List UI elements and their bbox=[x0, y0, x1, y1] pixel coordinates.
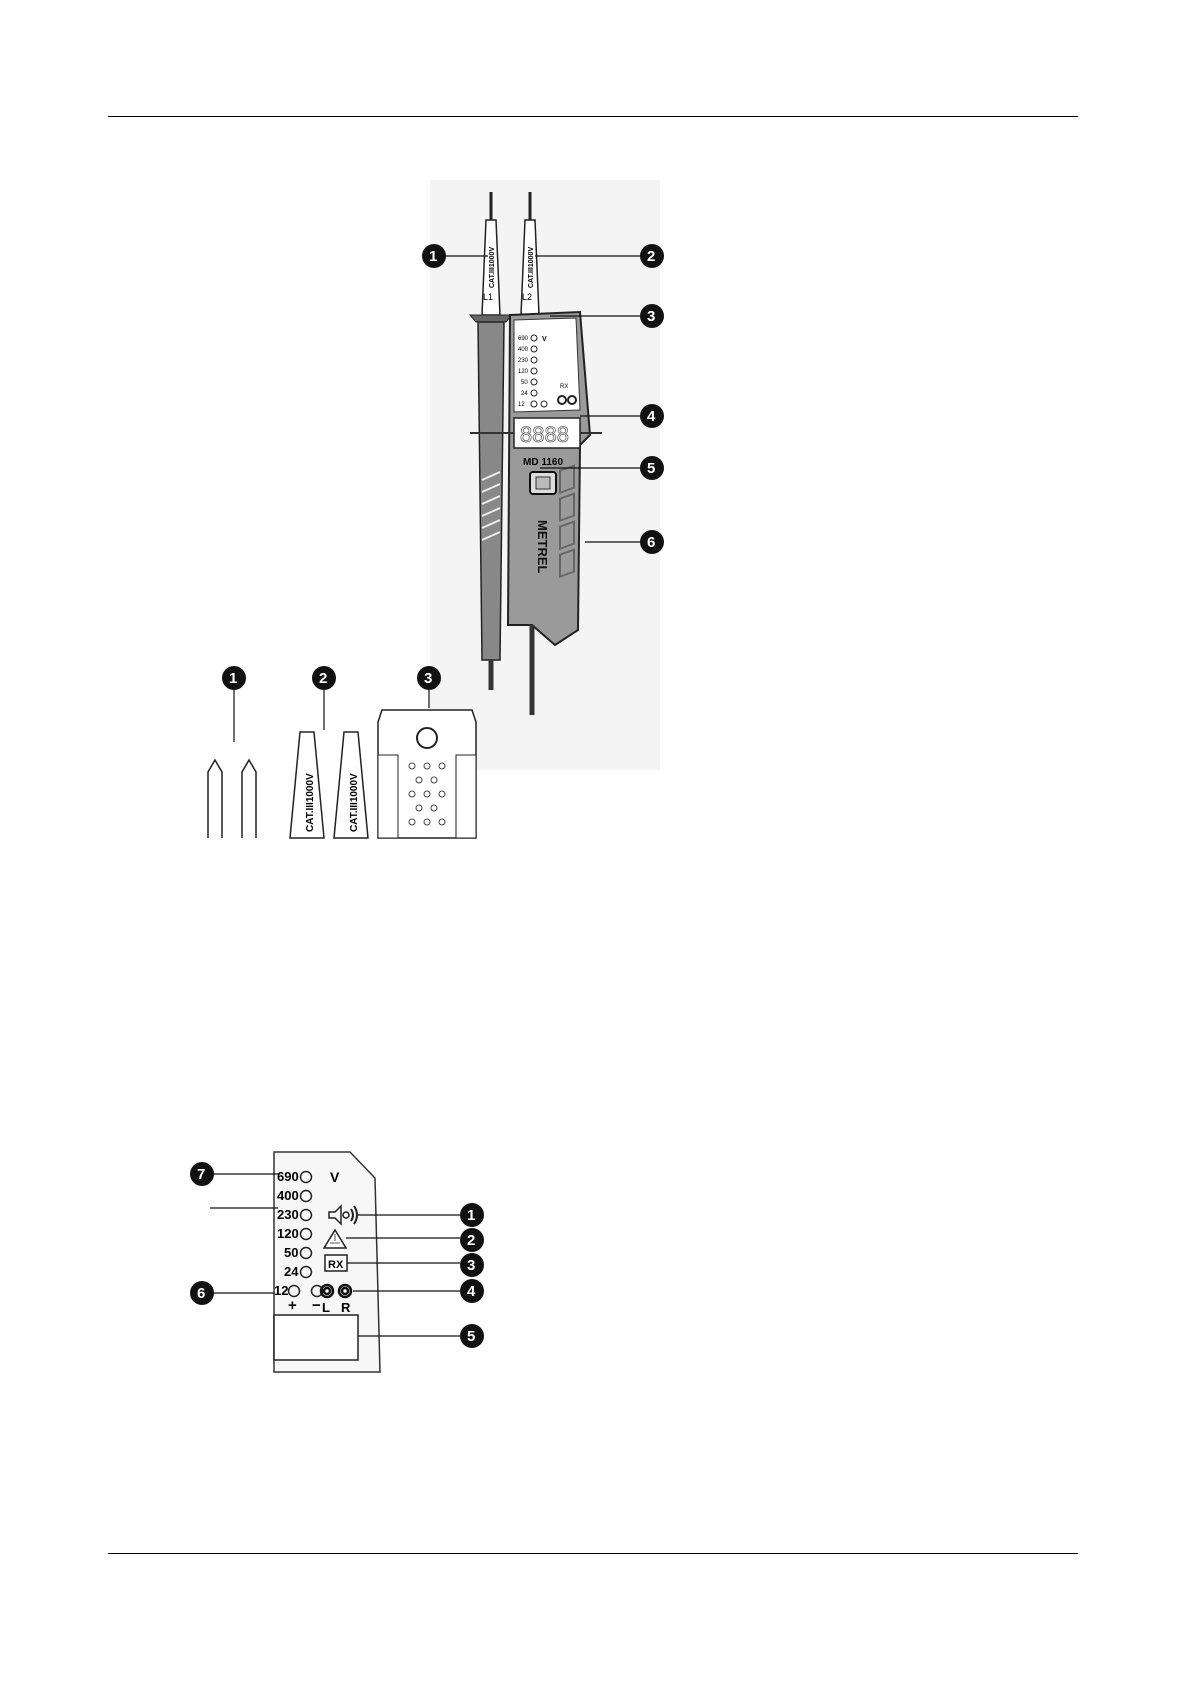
panel-figure: 690 400 230 120 50 24 12 V + − RX L R bbox=[190, 1150, 490, 1375]
panel-lcd bbox=[274, 1315, 358, 1360]
panel-right-label: R bbox=[341, 1300, 351, 1315]
panel-volt-24: 24 bbox=[284, 1264, 299, 1279]
panel-volt-unit: V bbox=[330, 1169, 340, 1185]
cap-rating-2: CAT.III1000V bbox=[349, 773, 360, 832]
panel-callout-6-label: 6 bbox=[197, 1285, 205, 1302]
panel-volt-120: 120 bbox=[277, 1226, 299, 1241]
callout-1-fig1-label: 1 bbox=[429, 248, 437, 265]
callout-3-fig1-label: 3 bbox=[647, 308, 655, 325]
callout-2-fig1-label: 2 bbox=[647, 248, 655, 265]
panel-callout-5-label: 5 bbox=[467, 1328, 475, 1345]
callout-6-fig1-label: 6 bbox=[647, 534, 655, 551]
acc-callout-2: 2 bbox=[319, 670, 327, 687]
footer-rule bbox=[108, 1553, 1078, 1554]
acc-callout-1: 1 bbox=[229, 670, 237, 687]
tester-callouts: 1 2 3 4 5 6 bbox=[420, 240, 680, 560]
panel-callout-1-label: 1 bbox=[467, 1207, 475, 1224]
panel-rx-label: RX bbox=[328, 1259, 344, 1271]
cap-rating-1: CAT.III1000V bbox=[305, 773, 316, 832]
accessory-tips bbox=[208, 760, 256, 838]
panel-callout-7-label: 7 bbox=[197, 1166, 205, 1183]
acc-callout-3: 3 bbox=[424, 670, 432, 687]
panel-callout-2-label: 2 bbox=[467, 1232, 475, 1249]
callout-5-fig1-label: 5 bbox=[647, 460, 655, 477]
panel-minus: − bbox=[312, 1297, 321, 1314]
header-rule bbox=[108, 116, 1078, 117]
accessory-holder bbox=[378, 710, 476, 838]
callout-4-fig1-label: 4 bbox=[647, 408, 656, 425]
panel-left-label: L bbox=[322, 1300, 330, 1315]
accessories-figure: 1 2 3 CAT.III1000V CAT.III1000V bbox=[200, 660, 480, 840]
panel-volt-12: 12 bbox=[274, 1283, 288, 1298]
panel-callout-4-label: 4 bbox=[467, 1283, 476, 1300]
panel-volt-50: 50 bbox=[284, 1245, 298, 1260]
panel-volt-690: 690 bbox=[277, 1169, 299, 1184]
panel-callout-3-label: 3 bbox=[467, 1257, 475, 1274]
panel-plus: + bbox=[288, 1297, 297, 1314]
panel-volt-230: 230 bbox=[277, 1207, 299, 1222]
panel-volt-400: 400 bbox=[277, 1188, 299, 1203]
